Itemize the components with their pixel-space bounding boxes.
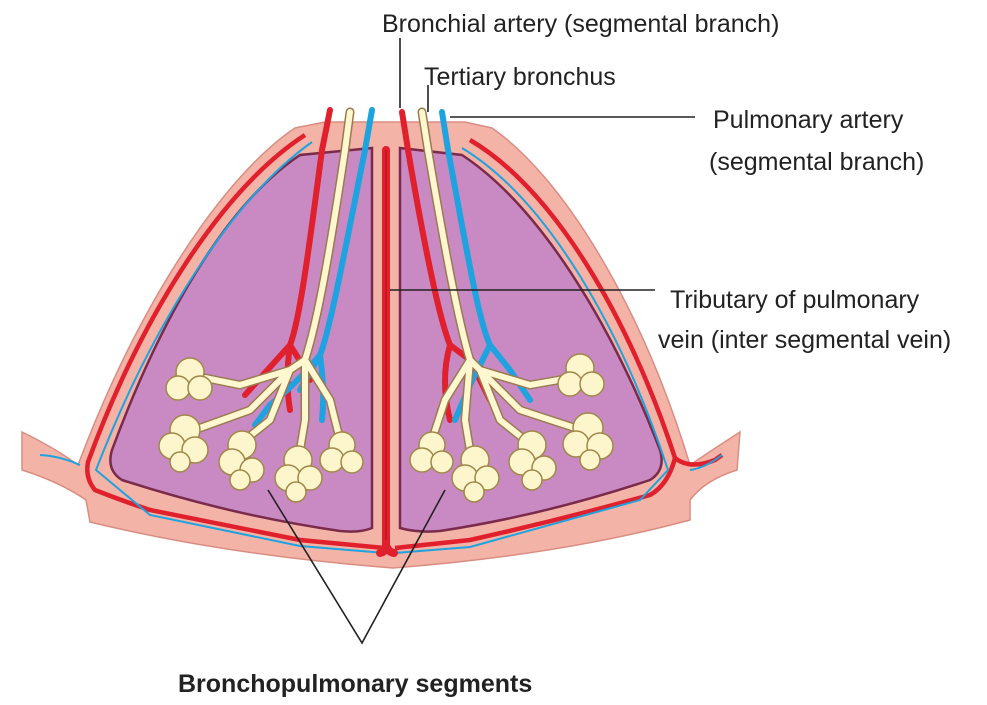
label-pulmonary-artery-line2: (segmental branch) — [709, 148, 924, 176]
label-bronchial-artery: Bronchial artery (segmental branch) — [382, 10, 779, 38]
label-tertiary-bronchus: Tertiary bronchus — [424, 63, 616, 91]
left-alveoli — [158, 357, 364, 503]
left-pleural-vein-blue — [94, 141, 386, 554]
right-alveoli — [409, 353, 614, 503]
left-pleural-artery — [85, 133, 386, 551]
right-pleural-vein-blue — [394, 147, 670, 554]
label-tributary-line2: vein (inter segmental vein) — [658, 326, 951, 354]
right-tertiary-bronchus-fill — [419, 109, 578, 453]
intersegmental-vein — [376, 146, 398, 557]
right-pleural-artery — [394, 138, 724, 551]
left-tertiary-bronchus-fill — [197, 109, 353, 453]
label-bronchopulmonary-segments: Bronchopulmonary segments — [178, 670, 532, 698]
left-edge-vessels — [39, 454, 81, 466]
label-tributary-line1: Tributary of pulmonary — [670, 286, 920, 314]
segments-leader — [267, 489, 446, 645]
right-edge-vessels — [689, 454, 723, 471]
right-bronchial-artery — [399, 109, 493, 423]
label-pulmonary-artery-line1: Pulmonary artery — [713, 106, 904, 134]
